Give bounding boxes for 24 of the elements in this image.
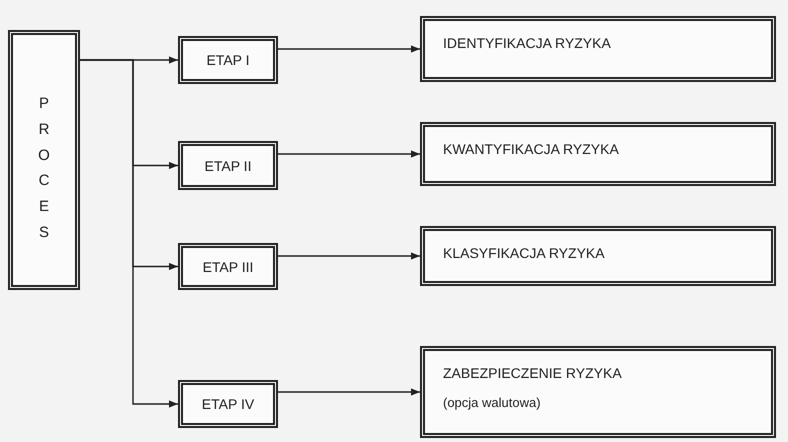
arrow xyxy=(278,45,420,53)
stage-box xyxy=(178,141,278,190)
result-box xyxy=(420,122,776,186)
node-label: ETAP I xyxy=(206,52,250,68)
node-label: ZABEZPIECZENIE RYZYKA xyxy=(443,365,623,381)
result-box xyxy=(420,346,776,438)
node-label: IDENTYFIKACJA RYZYKA xyxy=(443,35,612,51)
node-label: KLASYFIKACJA RYZYKA xyxy=(443,245,606,261)
node-label: ETAP III xyxy=(202,258,254,274)
node-label: KWANTYFIKACJA RYZYKA xyxy=(443,141,620,157)
result-box xyxy=(420,226,776,286)
stage-box xyxy=(178,36,278,84)
result-box xyxy=(420,16,776,82)
arrow xyxy=(278,388,420,396)
stage-box xyxy=(178,243,278,290)
stage-box xyxy=(178,380,278,428)
node-label: ETAP IV xyxy=(202,396,254,412)
arrow xyxy=(80,59,178,408)
process-box xyxy=(8,30,80,290)
node-label: PROCES xyxy=(37,94,51,243)
arrow xyxy=(278,150,420,158)
node-label: ETAP II xyxy=(204,158,252,174)
node-label: (opcja walutowa) xyxy=(443,395,542,410)
arrow xyxy=(278,252,420,260)
